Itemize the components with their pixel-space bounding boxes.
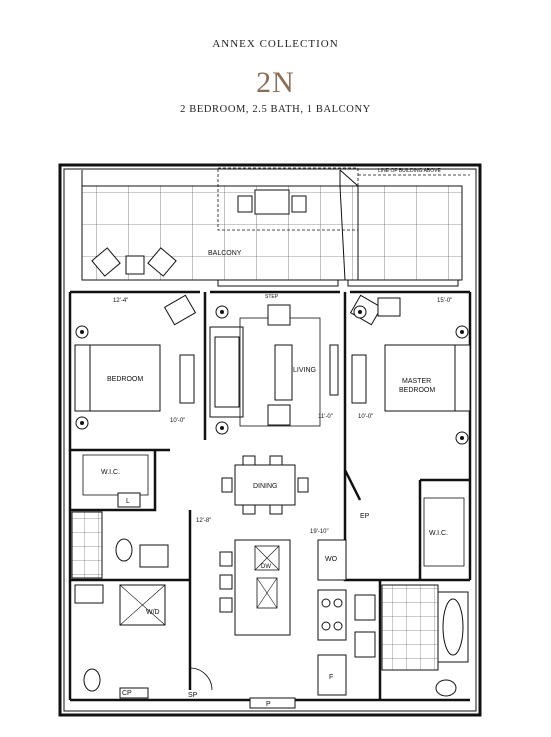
unit-summary: 2 BEDROOM, 2.5 BATH, 1 BALCONY — [180, 104, 371, 115]
wall-oven-label: WO — [325, 556, 338, 563]
master-label-line2: BEDROOM — [399, 387, 435, 394]
wic-right-label: W.I.C. — [429, 530, 448, 537]
wic-left-label: W.I.C. — [101, 469, 120, 476]
master-label-line1: MASTER — [402, 378, 431, 385]
closets — [82, 454, 465, 567]
ep-label: EP — [360, 513, 370, 520]
master-depth-dim: 10'-0" — [358, 414, 373, 420]
bedroom-depth-dim: 10'-0" — [170, 418, 185, 424]
bedroom-left — [74, 294, 197, 430]
step-label: STEP — [265, 294, 279, 300]
balcony — [81, 167, 470, 287]
bedroom-master — [349, 294, 471, 445]
bathrooms — [71, 511, 469, 709]
living-room — [209, 304, 339, 435]
storage-label: SP — [188, 692, 198, 699]
living-depth-dim: 11'-0" — [318, 414, 333, 420]
washer-dryer-label: W/D — [146, 609, 160, 616]
dishwasher-label: DW — [261, 564, 271, 570]
fridge-label: F — [329, 674, 333, 681]
linen-label: L — [126, 498, 130, 505]
master-width-dim: 15'-0" — [437, 298, 452, 304]
exterior-walls — [58, 163, 482, 717]
collection-title: ANNEX COLLECTION — [212, 38, 339, 50]
balcony-label: BALCONY — [208, 250, 242, 257]
closet-pantry-label: CP — [122, 690, 132, 697]
interior-walls — [68, 290, 472, 702]
building-line-label: LINE OF BUILDING ABOVE — [378, 168, 441, 174]
dining-area — [221, 455, 309, 515]
kitchen — [219, 539, 347, 696]
dining-label: DINING — [253, 483, 278, 490]
kitchen-width-dim: 19'-10" — [310, 529, 329, 535]
unit-name: 2N — [256, 66, 295, 99]
pantry-label: P — [266, 701, 271, 708]
living-label: LIVING — [293, 367, 316, 374]
bedroom-label: BEDROOM — [107, 376, 143, 383]
dining-width-dim: 12'-8" — [196, 518, 211, 524]
bedroom-width-dim: 12'-4" — [113, 298, 128, 304]
